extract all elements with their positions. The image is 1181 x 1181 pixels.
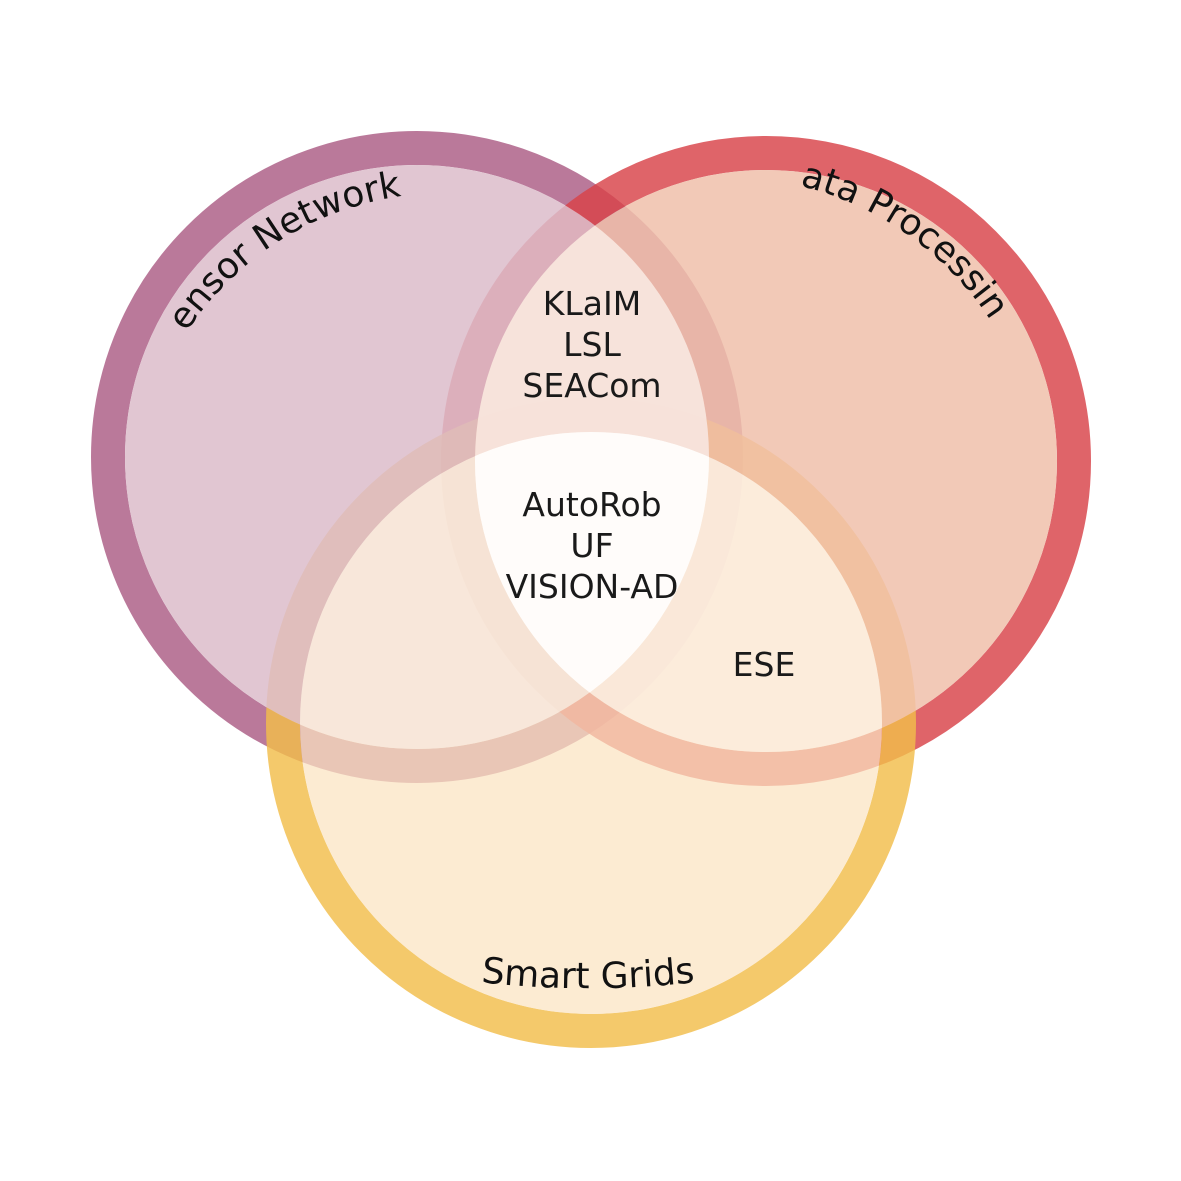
smart-grids-label: Smart Grids: [480, 950, 696, 997]
region-item: ESE: [733, 645, 796, 684]
region-sensor-data: KLaIM LSL SEACom: [522, 284, 661, 405]
smart-grids-label-path: Smart Grids: [480, 950, 696, 997]
region-all-three: AutoRob UF VISION-AD: [506, 485, 679, 606]
region-item: KLaIM: [543, 284, 641, 323]
smart-grids-fill: [300, 432, 882, 1014]
region-item: LSL: [563, 325, 621, 364]
region-item: VISION-AD: [506, 567, 679, 606]
region-item: AutoRob: [522, 485, 661, 524]
region-item: UF: [570, 526, 613, 565]
region-item: SEACom: [522, 366, 661, 405]
region-data-smart: ESE: [733, 645, 796, 684]
